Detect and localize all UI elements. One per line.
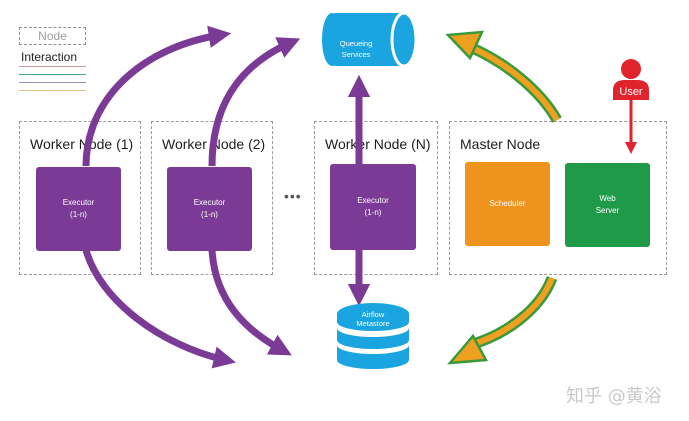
scheduler-label: Scheduler [489,199,526,208]
arrow-worker1-to-queue [82,25,232,167]
legend-interaction-label: Interaction [21,50,78,64]
executor-2-label: Executor [193,198,226,207]
watermark: 知乎 @黄浴 [566,386,662,407]
user-icon: User [613,59,649,100]
executor-1-count: (1-n) [70,210,87,219]
arrow-worker2-to-metastore [208,249,292,356]
master-node: Master Node [449,121,667,275]
arrow-scheduler-to-queue [468,44,560,122]
worker-node-1-title: Worker Node (1) [30,136,134,152]
arrow-worker2-to-queue [208,37,301,167]
executor-n-count: (1-n) [364,208,382,217]
worker-node-n: Worker Node (N) [314,121,438,275]
executor-2-count: (1-n) [201,210,218,219]
worker-node-1: Worker Node (1) [19,121,141,275]
arrow-worker1-to-metastore [82,248,236,369]
legend-node-swatch: Node [19,27,86,45]
queueing-services-cylinder: Queueing Services [322,11,418,68]
queue-label-2: Services [342,50,371,59]
queue-label-1: Queueing [340,39,373,48]
executor-worker-1: Executor (1-n) [36,167,121,251]
webserver-label-1: Web [599,194,616,203]
arrow-scheduler-to-metastore [469,276,555,348]
arrow-scheduler-to-queue-outline [467,41,562,123]
arrow-scheduler-to-metastore-outline [468,275,558,351]
metastore-label-1: Airflow [362,310,385,319]
worker-node-n-title: Worker Node (N) [325,136,431,152]
arrow-scheduler-to-metastore-head [447,333,489,365]
user-label: User [619,86,643,98]
executor-1-label: Executor [62,198,95,207]
ellipsis: ••• [284,188,302,204]
executor-n-label: Executor [357,196,389,205]
legend-line-3 [19,82,86,83]
scheduler-box: Scheduler [465,162,550,246]
airflow-metastore-db: Airflow Metastore [337,303,409,369]
metastore-label-2: Metastore [356,319,389,328]
master-node-title: Master Node [460,136,541,152]
executor-worker-2: Executor (1-n) [167,167,252,251]
arrow-scheduler-to-queue-head [445,30,485,61]
legend-line-4 [19,90,86,91]
webserver-label-2: Server [595,206,620,215]
executor-worker-n: Executor (1-n) [330,164,416,250]
legend-line-1 [19,66,86,67]
legend-line-2 [19,74,86,75]
